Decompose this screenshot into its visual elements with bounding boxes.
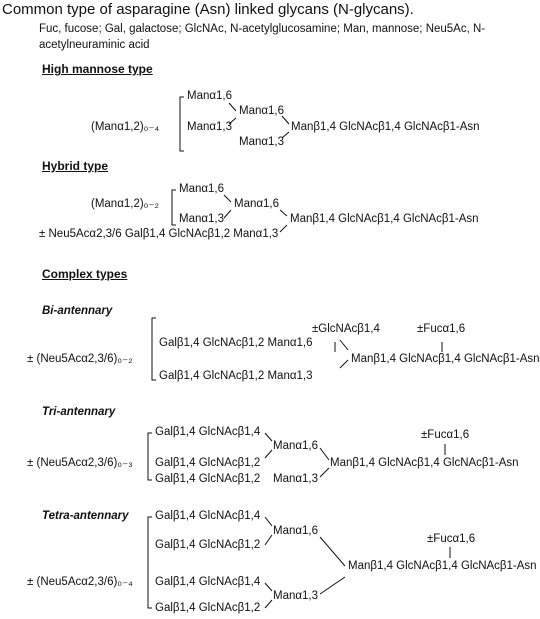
tetra-connector xyxy=(264,582,273,592)
glycan-core: Manβ1,4 GlcNAcβ1,4 GlcNAcβ1-Asn xyxy=(351,353,540,365)
glycan-label: ±Fucα1,6 xyxy=(417,323,466,335)
tri-connector xyxy=(319,447,330,461)
abbreviations: Fuc, fucose; Gal, galactose; GlcNAc, N-a… xyxy=(39,23,486,51)
bi-connector xyxy=(339,339,349,351)
hm-connector xyxy=(281,131,290,139)
section-heading-hybrid: Hybrid type xyxy=(42,159,109,173)
glycan-antenna: Galβ1,4 GlcNAcβ1,4 xyxy=(155,510,261,522)
glycan-label: Manα1,3 xyxy=(179,213,225,225)
glycan-antenna: Galβ1,4 GlcNAcβ1,2 xyxy=(155,539,261,551)
section-heading-high-mannose: High mannose type xyxy=(42,62,153,76)
glycan-prefix: (Manα1,2)₀₋₄ xyxy=(91,121,160,133)
glycan-core: Manβ1,4 GlcNAcβ1,4 GlcNAcβ1-Asn xyxy=(291,121,480,133)
tetra-connector xyxy=(319,536,346,567)
glycan-label: ±Fucα1,6 xyxy=(427,533,476,545)
glycan-label: Manα1,6 xyxy=(187,90,233,102)
glycan-label: Manα1,6 xyxy=(273,440,319,452)
glycan-branch: ± Neu5Acα2,3/6 Galβ1,4 GlcNAcβ1,2 Manα1,… xyxy=(39,228,279,240)
subheading-tri-antennary: Tri-antennary xyxy=(42,406,116,418)
tri-left-bracket xyxy=(147,432,152,481)
hy-left-bracket xyxy=(171,189,176,226)
bi-connector xyxy=(339,359,349,369)
bi-left-bracket xyxy=(151,317,156,381)
hm-connector xyxy=(281,115,290,125)
tri-connector xyxy=(264,449,273,459)
glycan-label: ±Fucα1,6 xyxy=(421,429,470,441)
tetra-connector xyxy=(319,576,346,595)
subheading-bi-antennary: Bi-antennary xyxy=(42,305,113,317)
glycan-label: Manα1,6 xyxy=(234,198,280,210)
glycan-core: Manβ1,4 GlcNAcβ1,4 GlcNAcβ1-Asn xyxy=(330,457,519,469)
glycan-antenna: Galβ1,4 GlcNAcβ1,4 xyxy=(155,426,261,438)
tetra-connector xyxy=(264,534,273,546)
glycan-prefix: ± (Neu5Acα2,3/6)₀₋₃ xyxy=(27,457,133,469)
glycan-core: Manβ1,4 GlcNAcβ1,4 GlcNAcβ1-Asn xyxy=(348,560,537,572)
glycan-core: Manβ1,4 GlcNAcβ1,4 GlcNAcβ1-Asn xyxy=(290,213,479,225)
glycan-antenna: Galβ1,4 GlcNAcβ1,2 xyxy=(155,457,261,469)
tri-connector xyxy=(319,467,330,478)
hy-connector xyxy=(279,209,288,217)
glycan-prefix: ± (Neu5Acα2,3/6)₀₋₂ xyxy=(27,353,133,365)
glycan-label: Manα1,6 xyxy=(239,105,285,117)
hm-left-bracket xyxy=(179,96,184,152)
tetra-connector xyxy=(264,599,273,609)
glycan-label: Manα1,3 xyxy=(273,590,319,602)
glycan-label: Manα1,3 xyxy=(187,121,233,133)
hm-connector xyxy=(228,102,237,112)
glycan-antenna: Galβ1,4 GlcNAcβ1,2 xyxy=(155,473,261,485)
hy-connector xyxy=(279,224,288,233)
glycan-arm: Galβ1,4 GlcNAcβ1,2 Manα1,3 xyxy=(159,370,313,382)
glycan-label: ±GlcNAcβ1,4 xyxy=(312,323,380,335)
glycan-arm: Galβ1,4 GlcNAcβ1,2 Manα1,6 xyxy=(159,337,313,349)
hy-connector xyxy=(223,194,232,203)
glycan-antenna: Galβ1,4 GlcNAcβ1,4 xyxy=(155,576,261,588)
tetra-left-bracket xyxy=(147,516,152,609)
glycan-label: Manα1,3 xyxy=(273,473,319,485)
glycan-label: Manα1,6 xyxy=(273,525,319,537)
page-title: Common type of asparagine (Asn) linked g… xyxy=(2,1,414,18)
glycan-prefix: ± (Neu5Acα2,3/6)₀₋₄ xyxy=(27,576,133,588)
subheading-tetra-antennary: Tetra-antennary xyxy=(42,510,129,522)
section-heading-complex: Complex types xyxy=(42,267,128,281)
connector-lines xyxy=(147,96,451,609)
glycan-prefix: (Manα1,2)₀₋₂ xyxy=(91,198,159,210)
glycan-antenna: Galβ1,4 GlcNAcβ1,2 xyxy=(155,602,261,614)
hy-connector xyxy=(223,209,232,219)
tri-connector xyxy=(264,432,273,442)
hm-connector xyxy=(228,117,237,125)
glycan-label: Manα1,6 xyxy=(179,183,225,195)
glycan-label: Manα1,3 xyxy=(239,136,285,148)
tetra-connector xyxy=(264,516,273,527)
